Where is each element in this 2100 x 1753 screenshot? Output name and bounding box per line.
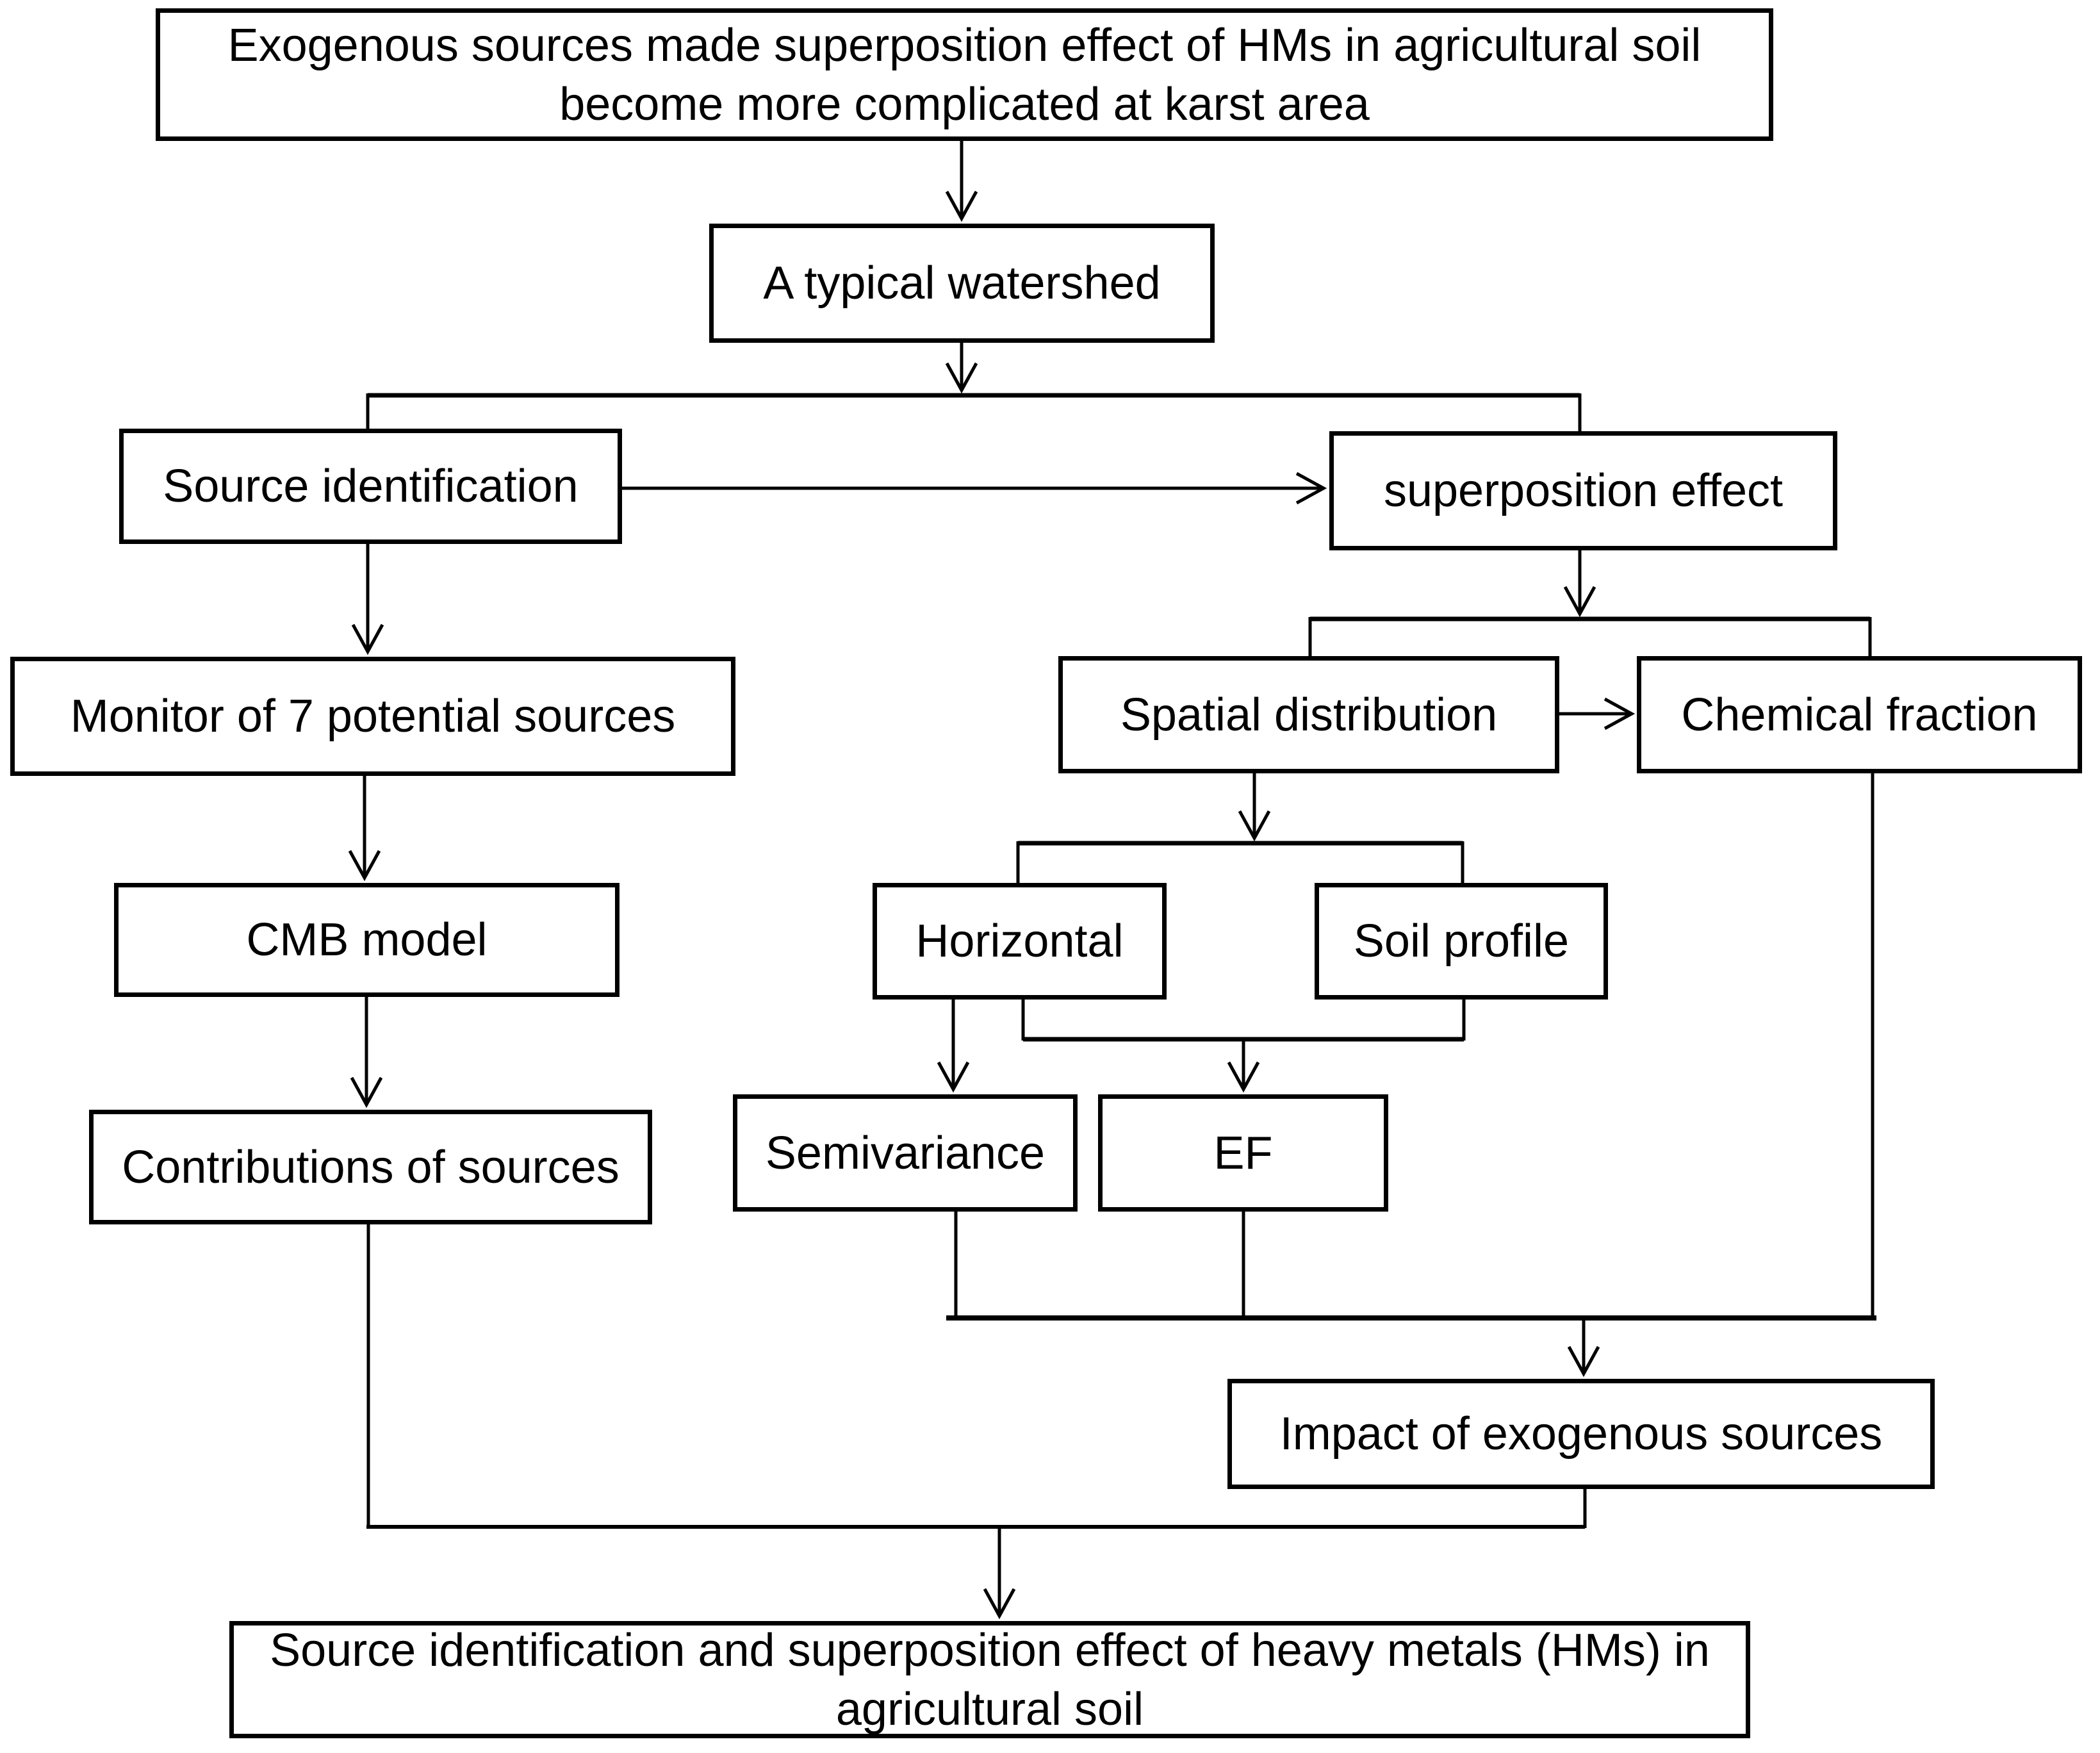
node-contributions-of-sources-label: Contributions of sources xyxy=(122,1141,619,1193)
node-superposition-effect: superposition effect xyxy=(1329,431,1837,550)
node-ef-label: EF xyxy=(1213,1127,1273,1179)
node-horizontal: Horizontal xyxy=(873,883,1167,1000)
node-chemical-fraction: Chemical fraction xyxy=(1637,656,2082,773)
node-cmb-model-label: CMB model xyxy=(246,914,488,966)
node-impact-of-exogenous-sources-label: Impact of exogenous sources xyxy=(1279,1408,1883,1460)
node-spatial-distribution: Spatial distribution xyxy=(1058,656,1559,773)
node-chemical-fraction-label: Chemical fraction xyxy=(1681,689,2038,741)
node-contributions-of-sources: Contributions of sources xyxy=(89,1110,652,1224)
node-impact-of-exogenous-sources: Impact of exogenous sources xyxy=(1227,1379,1935,1489)
node-source-identification: Source identification xyxy=(119,429,622,544)
node-premise: Exogenous sources made superposition eff… xyxy=(156,8,1773,141)
node-typical-watershed-label: A typical watershed xyxy=(763,258,1161,309)
node-soil-profile-label: Soil profile xyxy=(1353,916,1570,967)
edge-contributions-impact-to-conclusion xyxy=(366,1488,1587,1620)
node-typical-watershed: A typical watershed xyxy=(709,224,1215,343)
node-conclusion: Source identification and superposition … xyxy=(229,1621,1750,1738)
node-soil-profile: Soil profile xyxy=(1315,883,1608,1000)
node-horizontal-label: Horizontal xyxy=(915,916,1124,967)
node-conclusion-label: Source identification and superposition … xyxy=(270,1624,1710,1735)
node-cmb-model: CMB model xyxy=(114,883,619,997)
edge-horizontal-soil-profile-to-ef xyxy=(1021,998,1466,1093)
node-spatial-distribution-label: Spatial distribution xyxy=(1120,689,1498,741)
edge-watershed-to-branch xyxy=(366,343,1582,432)
node-monitor-potential-sources: Monitor of 7 potential sources xyxy=(10,657,735,776)
edge-spatial-distribution-to-branch xyxy=(1016,772,1464,884)
node-semivariance: Semivariance xyxy=(733,1094,1078,1212)
edge-superposition-effect-to-branch xyxy=(1308,549,1872,657)
node-semivariance-label: Semivariance xyxy=(765,1127,1046,1179)
node-premise-label: Exogenous sources made superposition eff… xyxy=(227,19,1702,130)
node-source-identification-label: Source identification xyxy=(163,461,578,512)
node-monitor-potential-sources-label: Monitor of 7 potential sources xyxy=(70,691,676,742)
node-ef: EF xyxy=(1098,1094,1388,1212)
edge-results-to-impact xyxy=(946,772,1876,1378)
node-superposition-effect-label: superposition effect xyxy=(1383,465,1784,516)
